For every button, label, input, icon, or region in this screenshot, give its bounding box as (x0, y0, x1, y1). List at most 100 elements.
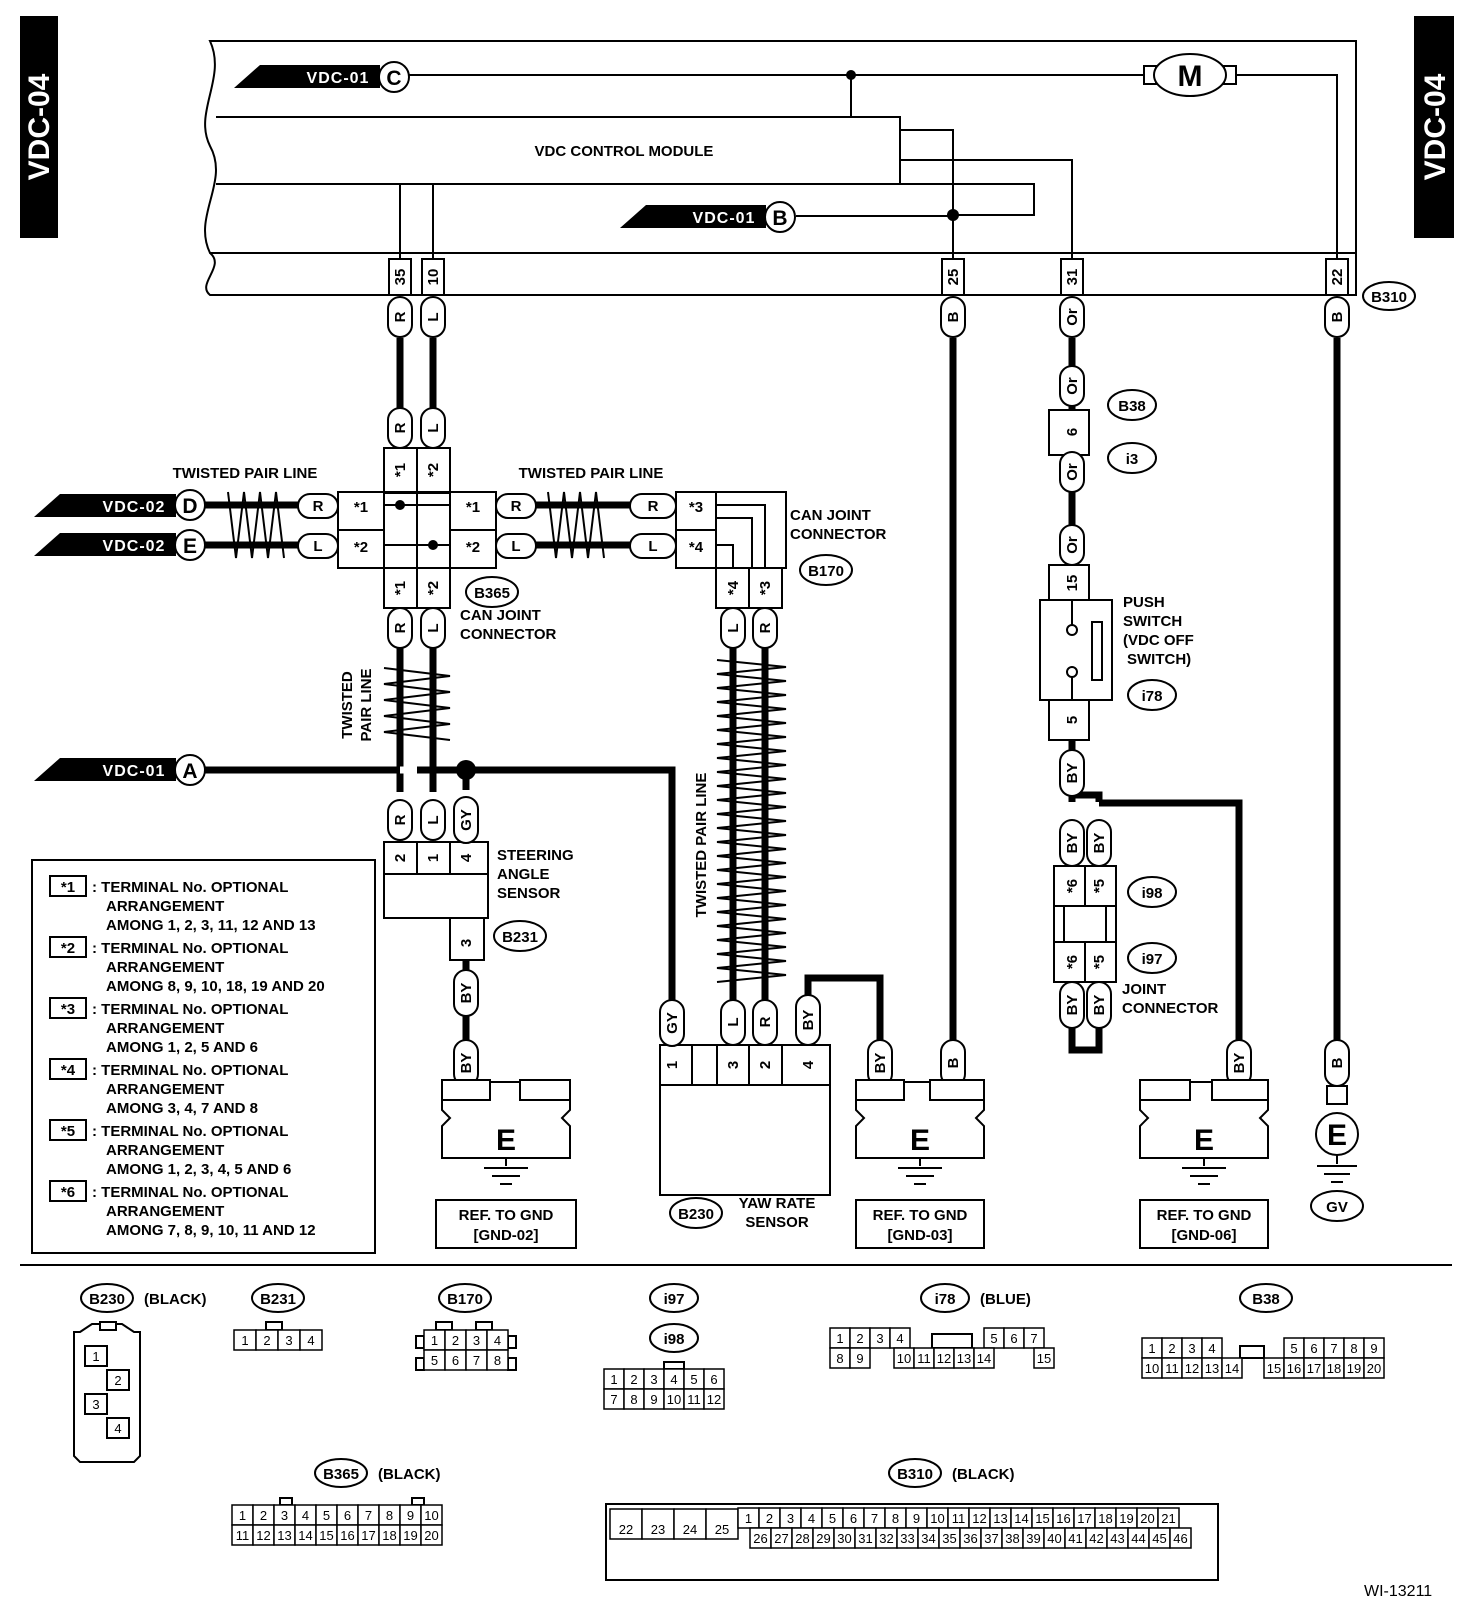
pin-number: 7 (473, 1353, 480, 1368)
legend-mark-box (49, 936, 87, 958)
pin-number: 36 (963, 1531, 977, 1546)
pin-number: 6 (850, 1511, 857, 1526)
svg-text:M: M (1178, 60, 1203, 93)
pin-number: 7 (610, 1392, 617, 1407)
control-module-box (216, 116, 901, 185)
svg-text:2: 2 (114, 1373, 121, 1388)
svg-text:i3: i3 (1126, 451, 1139, 468)
push-label-3: (VDC OFF (1123, 632, 1194, 649)
wire-tag-l: L (720, 999, 746, 1046)
pin-number: 2 (1168, 1341, 1175, 1356)
svg-text:E: E (496, 1124, 516, 1157)
svg-text:C: C (386, 67, 401, 90)
pin-number: 7 (365, 1508, 372, 1523)
wire-tag-l: L (720, 607, 746, 649)
svg-text:*6: *6 (1064, 955, 1081, 969)
pin-number: 24 (683, 1522, 697, 1537)
legend-line: AMONG 3, 4, 7 AND 8 (106, 1100, 258, 1117)
connector-view-b231: B231 (251, 1283, 305, 1331)
svg-text:B: B (772, 207, 787, 230)
push-label-2: SWITCH (1123, 613, 1182, 630)
pin-number: 22 (619, 1522, 633, 1537)
pin-number: 33 (900, 1531, 914, 1546)
svg-text:i78: i78 (935, 1291, 956, 1308)
can-joint-label-1a: CAN JOINT (790, 507, 871, 524)
svg-text:R: R (392, 814, 409, 825)
pin-number: 1 (241, 1333, 248, 1348)
ref-arrow-vdc01-c: VDC-01 C (234, 61, 410, 93)
legend-line: : TERMINAL No. OPTIONAL (92, 1062, 288, 1079)
pin-number: 41 (1068, 1531, 1082, 1546)
legend-mark: *3 (61, 1001, 75, 1018)
svg-text:*3: *3 (689, 499, 703, 516)
connector-ovals: B310 B38 i3 B170 B365 i78 i98 i97 B231 B… (465, 281, 1416, 1229)
wire-tag-or: Or (1059, 296, 1085, 338)
connector-view-b230: B230 (BLACK) 1 2 3 4 (73, 1283, 206, 1463)
motor-symbol: M (1143, 53, 1237, 97)
svg-text:4: 4 (800, 1060, 817, 1069)
svg-text:1: 1 (664, 1061, 681, 1069)
pin-number: 21 (1161, 1511, 1175, 1526)
joint-label-1: JOINT (1122, 981, 1166, 998)
twisted-pair-symbols (227, 491, 787, 983)
pin-number: 1 (610, 1372, 617, 1387)
svg-text:B38: B38 (1252, 1291, 1280, 1308)
pin-number: 19 (1119, 1511, 1133, 1526)
pin-number: 4 (670, 1372, 677, 1387)
pin-number: 3 (1188, 1341, 1195, 1356)
svg-text:(BLACK): (BLACK) (144, 1291, 206, 1308)
svg-text:22: 22 (1329, 269, 1346, 286)
can-joint-label-1b: CONNECTOR (790, 526, 887, 543)
svg-text:VDC-02: VDC-02 (103, 538, 166, 555)
svg-text:R: R (757, 1016, 774, 1027)
pin-number: 3 (285, 1333, 292, 1348)
pin-number: 34 (921, 1531, 935, 1546)
svg-text:BY: BY (458, 983, 475, 1004)
svg-text:R: R (313, 498, 324, 515)
svg-text:B230: B230 (89, 1291, 125, 1308)
svg-text:B365: B365 (323, 1466, 359, 1483)
svg-text:*4: *4 (689, 539, 704, 556)
pin-number: 20 (1140, 1511, 1154, 1526)
legend-mark: *5 (61, 1123, 75, 1140)
legend-line: ARRANGEMENT (106, 1203, 224, 1220)
wire-tag-by: BY (1086, 819, 1112, 867)
pin-cell (849, 1347, 871, 1369)
svg-text:BY: BY (1091, 833, 1108, 854)
svg-text:VDC-01: VDC-01 (103, 763, 166, 780)
svg-text:i98: i98 (1142, 885, 1163, 902)
svg-text:25: 25 (945, 269, 962, 286)
pin-number: 42 (1089, 1531, 1103, 1546)
connector-strip (205, 252, 1357, 296)
svg-text:BY: BY (1091, 995, 1108, 1016)
svg-text:[GND-06]: [GND-06] (1171, 1227, 1236, 1244)
wire-tag-l: L (495, 533, 537, 559)
wire-tag-l: L (420, 607, 446, 649)
pin-number: 1 (431, 1333, 438, 1348)
oval-i3: i3 (1107, 442, 1157, 474)
legend-mark-box (49, 997, 87, 1019)
svg-text:B365: B365 (474, 585, 510, 602)
pin-number: 2 (766, 1511, 773, 1526)
pin-number: 4 (896, 1331, 903, 1346)
legend-line: AMONG 1, 2, 5 AND 6 (106, 1039, 258, 1056)
legend-line: : TERMINAL No. OPTIONAL (92, 1184, 288, 1201)
ref-arrow-vdc02-d: VDC-02 D (34, 489, 206, 521)
svg-text:L: L (425, 312, 442, 321)
oval-i97: i97 (1127, 942, 1177, 974)
wire-tag-r: R (297, 493, 339, 519)
pin-grid-i78-right-bottom: 15 (1033, 1347, 1055, 1369)
svg-text:(BLACK): (BLACK) (378, 1466, 440, 1483)
svg-text:Or: Or (1064, 377, 1081, 395)
svg-text:B310: B310 (1371, 289, 1407, 306)
pin-number: 13 (1205, 1361, 1219, 1376)
svg-text:R: R (392, 311, 409, 322)
pin-number: 28 (795, 1531, 809, 1546)
pin-number: 35 (942, 1531, 956, 1546)
svg-text:31: 31 (1064, 269, 1081, 286)
svg-text:5: 5 (1064, 716, 1081, 724)
svg-text:*2: *2 (425, 463, 442, 477)
pin-number: 15 (319, 1528, 333, 1543)
